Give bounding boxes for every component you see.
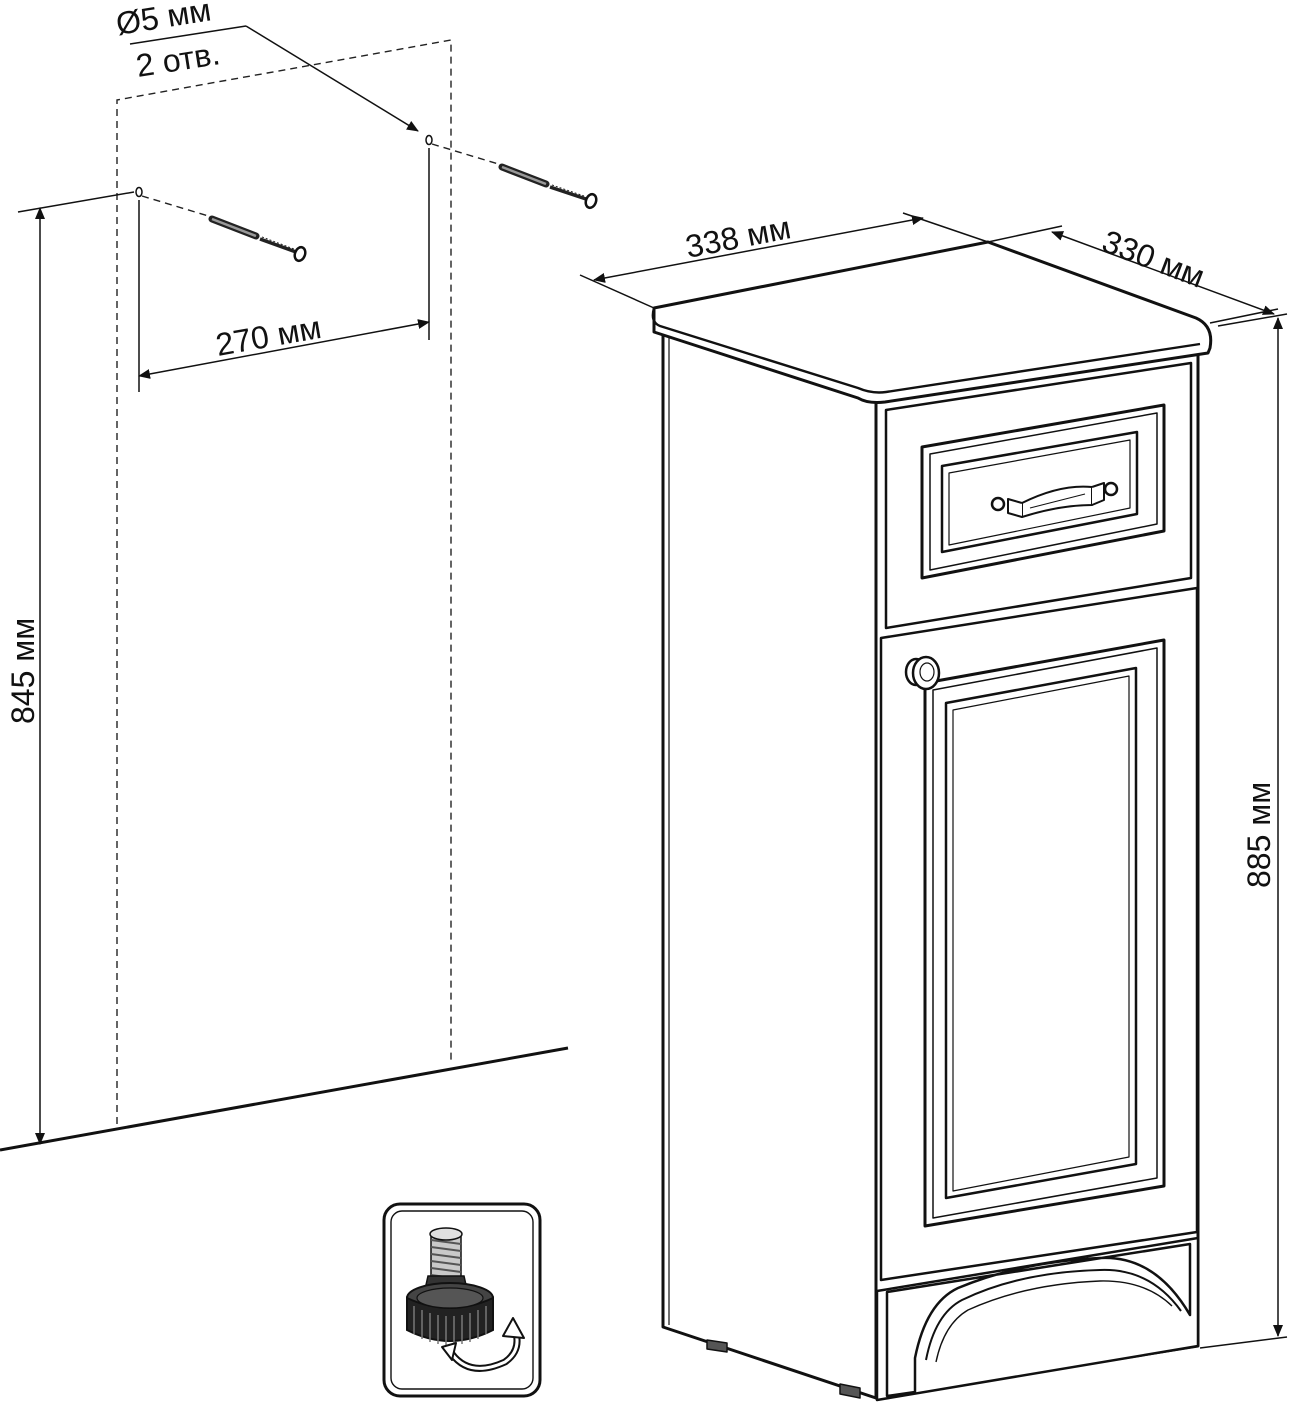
hole-spacing-label: 270 мм — [213, 309, 324, 363]
door-knob-icon — [904, 655, 941, 691]
cabinet-side-panel — [661, 332, 878, 1400]
screw-icon — [549, 184, 598, 210]
drawer[interactable] — [884, 361, 1193, 630]
screw-icon — [259, 236, 307, 263]
wall-outline — [116, 39, 452, 1124]
adjustable-foot-icon — [706, 1339, 861, 1399]
hole-count-label: 2 отв. — [133, 35, 222, 84]
drawer-handle-icon — [990, 481, 1119, 518]
floor-line — [0, 1046, 569, 1152]
cabinet-depth-label: 330 мм — [1097, 223, 1209, 295]
hole-diameter-label: Ø5 мм — [113, 0, 213, 42]
rotate-arrow-icon — [441, 1317, 525, 1372]
adjustable-foot-icon — [406, 1227, 494, 1345]
cabinet-height-label: 885 мм — [1241, 782, 1277, 888]
mounting-hole-left — [135, 186, 143, 198]
mount-height-label: 845 мм — [5, 618, 41, 724]
wall-plug-icon — [208, 215, 260, 240]
cabinet — [579, 212, 1288, 1402]
cabinet-plinth — [875, 1236, 1200, 1402]
wall-plug-icon — [498, 163, 550, 188]
mounting-hole-right — [425, 134, 433, 146]
cabinet-door[interactable] — [879, 586, 1199, 1282]
wall-mounting-scheme: Ø5 мм 2 отв. 270 мм 845 мм — [0, 0, 598, 1152]
cabinet-width-label: 338 мм — [682, 209, 793, 265]
adjustable-foot-inset — [382, 1202, 542, 1398]
